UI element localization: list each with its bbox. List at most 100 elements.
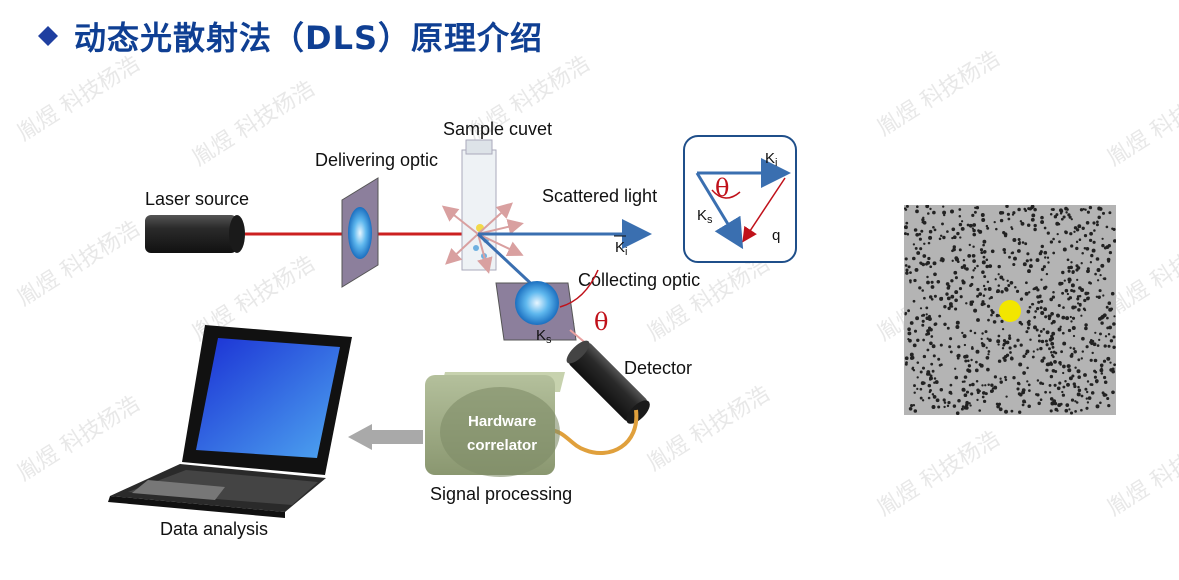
particle: [984, 392, 988, 396]
particle: [1049, 362, 1054, 366]
particle: [947, 306, 951, 311]
particle: [1108, 211, 1112, 215]
particle: [983, 250, 986, 254]
particle: [1029, 258, 1033, 262]
particle: [996, 339, 1001, 344]
particle: [973, 267, 977, 270]
particle: [995, 313, 1000, 318]
particle: [939, 296, 944, 301]
particle: [1043, 226, 1047, 230]
particle: [954, 298, 958, 303]
particle: [1062, 247, 1067, 252]
particle: [1113, 363, 1116, 367]
particle: [1066, 292, 1070, 296]
particle: [1078, 303, 1082, 307]
particle: [933, 294, 937, 298]
particle: [908, 407, 913, 411]
laser-source: [145, 215, 245, 253]
particle: [930, 285, 935, 289]
particle: [1056, 409, 1059, 412]
particle: [1061, 393, 1066, 397]
particle: [1062, 364, 1066, 369]
particle: [1019, 343, 1023, 347]
particle: [992, 320, 997, 324]
particle: [928, 390, 931, 394]
particle: [985, 346, 988, 349]
particle: [1091, 248, 1096, 253]
particle: [1071, 326, 1076, 330]
particle: [1088, 281, 1092, 285]
particle: [1057, 327, 1062, 332]
particle: [929, 328, 933, 332]
diamond-bullet-icon: [38, 26, 58, 46]
particle: [990, 296, 993, 299]
particle: [1026, 366, 1029, 370]
particle: [974, 206, 977, 210]
particle: [921, 323, 925, 327]
particle: [1071, 374, 1075, 378]
particle: [925, 313, 928, 316]
page-title: 动态光散射法（DLS）原理介绍: [74, 19, 544, 57]
particle: [1097, 316, 1102, 321]
particle: [1052, 237, 1055, 241]
particle: [957, 260, 960, 263]
particle: [942, 210, 947, 215]
particle: [1059, 208, 1063, 213]
particle: [939, 234, 943, 238]
particle: [951, 259, 954, 262]
particle: [951, 249, 954, 253]
particle: [904, 264, 908, 267]
particle: [1022, 371, 1026, 375]
particle: [1103, 344, 1107, 348]
particle: [1083, 373, 1087, 377]
particle: [1080, 262, 1083, 265]
particle: [966, 368, 970, 372]
particle: [918, 237, 922, 241]
particle: [1044, 256, 1047, 259]
particle: [927, 241, 931, 245]
particle: [1025, 281, 1028, 285]
particle: [945, 292, 949, 296]
particle: [1108, 307, 1113, 312]
particle: [927, 396, 931, 400]
particle: [1106, 257, 1111, 262]
particle: [1099, 401, 1102, 405]
particle: [935, 398, 940, 403]
particle: [965, 390, 970, 394]
particle: [909, 279, 912, 283]
particle: [1104, 393, 1108, 397]
particle: [1098, 289, 1102, 293]
particle: [997, 402, 1002, 406]
particle: [949, 350, 953, 354]
particle: [1086, 267, 1090, 271]
particle: [1085, 246, 1090, 251]
particle: [909, 271, 912, 274]
particle: [1028, 305, 1032, 309]
particle: [967, 359, 970, 363]
particle: [1099, 273, 1102, 277]
particle: [1010, 409, 1014, 413]
particle: [1108, 325, 1112, 330]
particle: [913, 391, 916, 394]
particle: [1050, 341, 1055, 346]
particle: [955, 411, 960, 415]
particle: [1112, 335, 1116, 339]
particle: [916, 205, 919, 208]
particle: [956, 356, 960, 360]
particle: [1044, 315, 1048, 319]
particle: [946, 296, 951, 301]
particle: [979, 248, 984, 252]
particle: [1067, 269, 1071, 273]
particle: [1093, 369, 1097, 373]
particle: [986, 367, 990, 372]
particle: [916, 251, 921, 255]
particle: [987, 287, 992, 291]
particle: [1069, 232, 1073, 236]
particle: [1040, 267, 1045, 272]
particle: [968, 383, 972, 387]
particle: [976, 318, 980, 322]
particle: [1090, 342, 1094, 346]
particle: [907, 327, 911, 332]
particle: [1049, 397, 1054, 401]
